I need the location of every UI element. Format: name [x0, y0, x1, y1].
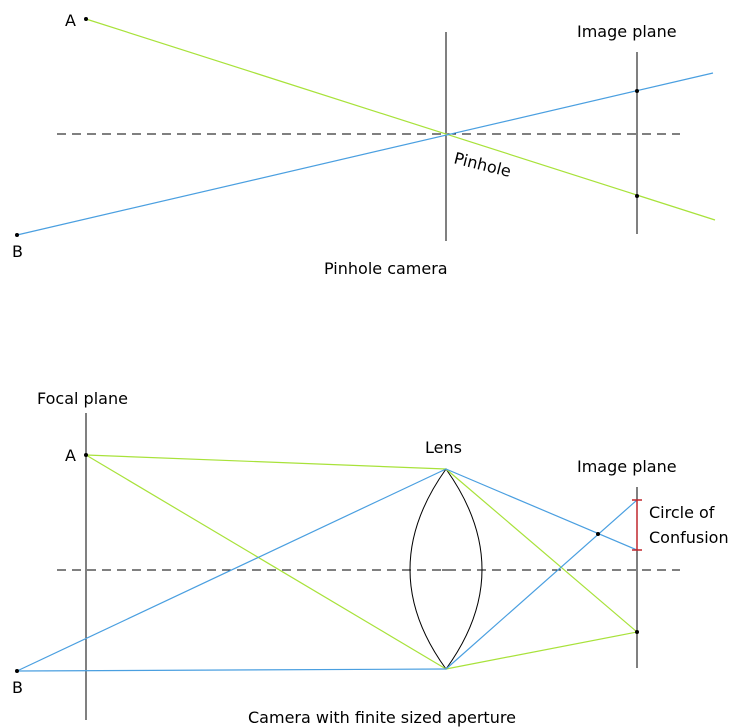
coc-label-line2: Confusion: [649, 528, 729, 547]
image-plane-label: Image plane: [577, 457, 677, 476]
image-plane-label: Image plane: [577, 22, 677, 41]
label-a: A: [65, 11, 76, 30]
ray-a-to-lens-bottom: [85, 454, 447, 670]
focal-plane-label: Focal plane: [37, 389, 128, 408]
pinhole-diagram: A B Image plane Pinhole Pinhole camera: [12, 11, 716, 278]
label-b: B: [12, 678, 23, 697]
lens-label: Lens: [425, 438, 462, 457]
ray-a-lens-top-to-image: [445, 468, 638, 633]
ray-b-lens-top-to-image: [445, 468, 638, 551]
image-point-a: [635, 194, 639, 198]
coc-label-line1: Circle of: [649, 503, 715, 522]
aperture-caption: Camera with finite sized aperture: [248, 708, 516, 727]
image-point-a: [635, 630, 639, 634]
circle-of-confusion-marker: [632, 499, 642, 551]
ray-from-a: [85, 18, 716, 221]
point-b: [15, 669, 19, 673]
pinhole-label: Pinhole: [452, 148, 513, 180]
ray-a-lens-bottom-to-image: [445, 631, 638, 670]
image-point-b: [635, 89, 639, 93]
label-a: A: [65, 446, 76, 465]
label-b: B: [12, 242, 23, 261]
point-a: [84, 453, 88, 457]
focus-point-b: [596, 532, 600, 536]
ray-a-to-lens-top: [85, 454, 447, 470]
lens: [409, 468, 483, 670]
ray-b-to-lens-bottom: [16, 668, 447, 672]
point-a: [84, 17, 88, 21]
ray-b-to-lens-top: [16, 468, 447, 672]
ray-from-b: [16, 72, 714, 236]
ray-b-lens-bottom-to-image: [445, 499, 638, 670]
point-b: [15, 233, 19, 237]
pinhole-caption: Pinhole camera: [324, 259, 448, 278]
aperture-diagram: Focal plane A B Lens Image plane Circle …: [12, 389, 729, 727]
